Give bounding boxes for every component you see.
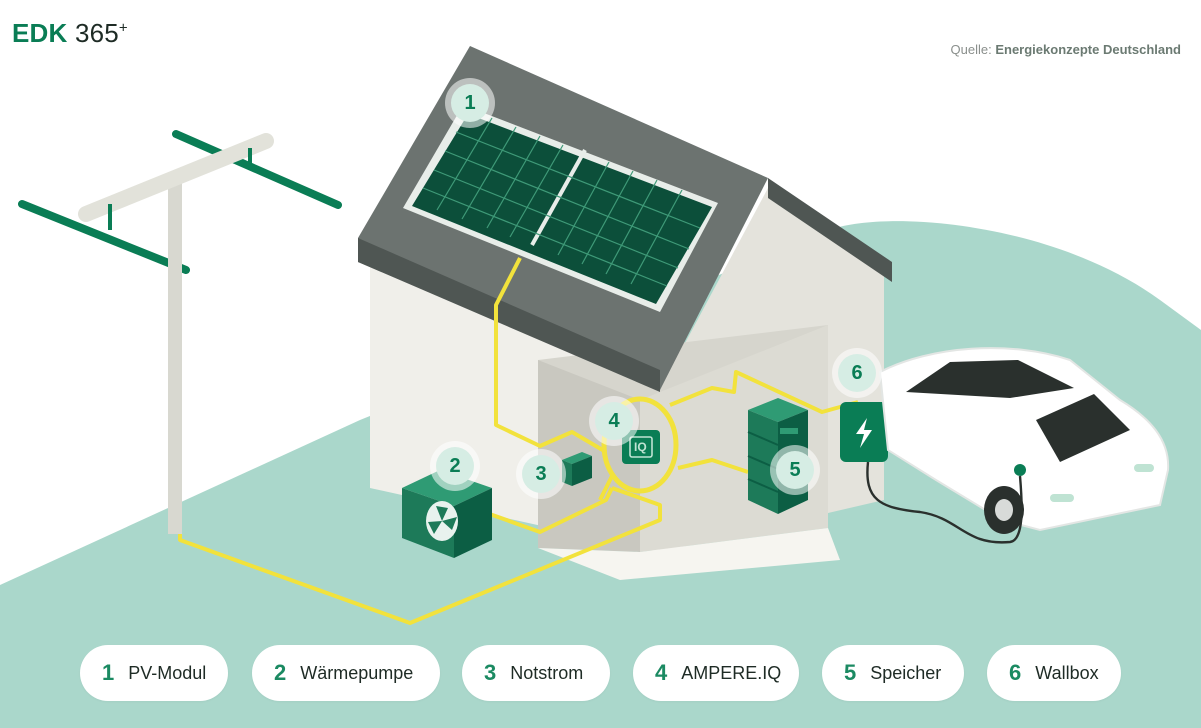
legend-label: Notstrom	[510, 662, 584, 683]
legend-item-pv-module: 1 PV-Modul	[80, 645, 228, 701]
legend-number: 1	[102, 660, 115, 685]
legend-item-ampere-iq: 4 AMPERE.IQ	[633, 645, 799, 701]
source-name: Energiekonzepte Deutschland	[995, 42, 1181, 57]
heat-pump	[402, 470, 492, 558]
legend-label: AMPERE.IQ	[681, 662, 782, 683]
source-label: Quelle:	[950, 42, 992, 57]
utility-pole	[18, 130, 342, 534]
brand-plus: +	[118, 19, 128, 37]
brand-number: 365	[74, 18, 119, 48]
legend-item-storage: 5 Speicher	[822, 645, 964, 701]
legend-number: 4	[655, 660, 668, 685]
legend-item-heat-pump: 2 Wärmepumpe	[252, 645, 440, 701]
legend-number: 6	[1009, 660, 1022, 685]
badge-backup: 3	[522, 455, 560, 493]
pv-module	[403, 105, 718, 312]
legend-label: Wallbox	[1035, 662, 1099, 683]
electric-car	[878, 347, 1170, 534]
badge-heat-pump: 2	[436, 447, 474, 485]
legend-number: 3	[484, 660, 497, 685]
power-cables	[178, 257, 859, 625]
source-credit: Quelle: Energiekonzepte Deutschland	[951, 42, 1181, 57]
legend-label: Speicher	[870, 662, 942, 683]
legend-label: PV-Modul	[128, 662, 207, 683]
badge-pv-module: 1	[451, 84, 489, 122]
badge-wallbox: 6	[838, 354, 876, 392]
legend-label: Wärmepumpe	[300, 662, 414, 683]
ampere-iq-device	[622, 430, 660, 464]
legend-item-wallbox: 6 Wallbox	[987, 645, 1121, 701]
legend-number: 2	[274, 660, 287, 685]
chip-label: IQ	[634, 440, 647, 454]
brand-logo: EDK 365+	[12, 18, 128, 49]
backup-box	[562, 452, 592, 486]
wallbox	[840, 402, 888, 462]
legend: 1 PV-Modul 2 Wärmepumpe 3 Notstrom 4 AMP…	[0, 645, 1201, 701]
charging-cable	[866, 461, 1023, 544]
legend-number: 5	[844, 660, 857, 685]
brand-name: EDK	[12, 18, 68, 48]
badge-storage: 5	[776, 451, 814, 489]
legend-item-backup: 3 Notstrom	[462, 645, 610, 701]
badge-ampere-iq: 4	[595, 402, 633, 440]
